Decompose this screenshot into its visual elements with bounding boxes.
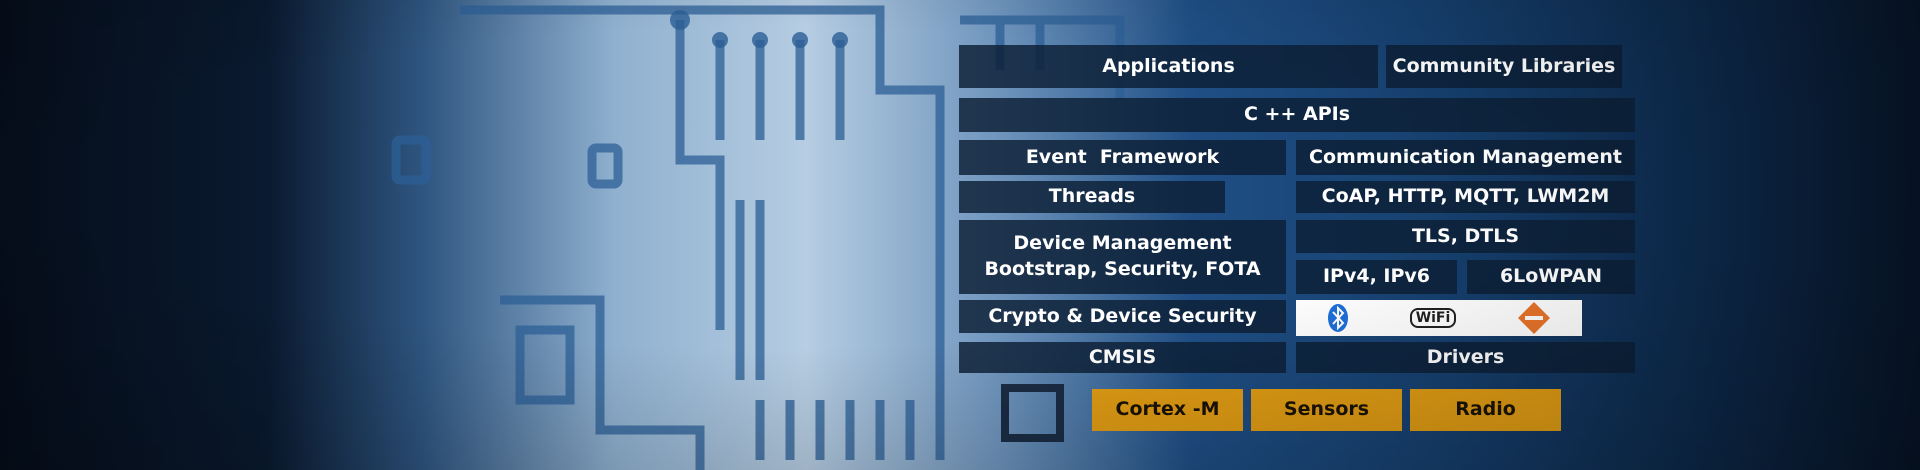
layer-event-framework: Event Framework <box>959 140 1286 175</box>
hardware-radio: Radio <box>1410 389 1561 431</box>
device-management-subtitle: Bootstrap, Security, FOTA <box>984 258 1261 280</box>
layer-6lowpan: 6LoWPAN <box>1467 260 1635 294</box>
layer-tls: TLS, DTLS <box>1296 220 1635 253</box>
layer-drivers: Drivers <box>1296 342 1635 373</box>
802-15-4-icon <box>1518 302 1551 334</box>
layer-community-libraries: Community Libraries <box>1386 45 1622 88</box>
hardware-cortex-m: Cortex -M <box>1092 389 1243 431</box>
hardware-sensors: Sensors <box>1251 389 1402 431</box>
layer-device-management: Device Management Bootstrap, Security, F… <box>959 220 1286 294</box>
wifi-icon: WiFi <box>1409 308 1457 328</box>
radio-logos-panel: WiFi <box>1296 300 1582 336</box>
chip-graphic <box>1001 384 1064 442</box>
wifi-logo-text: WiFi <box>1415 310 1451 326</box>
layer-cpp-apis: C ++ APIs <box>959 98 1635 132</box>
bluetooth-icon <box>1327 304 1348 332</box>
layer-threads: Threads <box>959 181 1225 213</box>
layer-ip: IPv4, IPv6 <box>1296 260 1457 294</box>
layer-cmsis: CMSIS <box>959 342 1286 373</box>
layer-communication-management: Communication Management <box>1296 140 1635 175</box>
device-management-title: Device Management <box>1013 232 1232 255</box>
layer-applications: Applications <box>959 45 1378 88</box>
layer-protocols: CoAP, HTTP, MQTT, LWM2M <box>1296 181 1635 213</box>
layer-crypto: Crypto & Device Security <box>959 300 1286 333</box>
